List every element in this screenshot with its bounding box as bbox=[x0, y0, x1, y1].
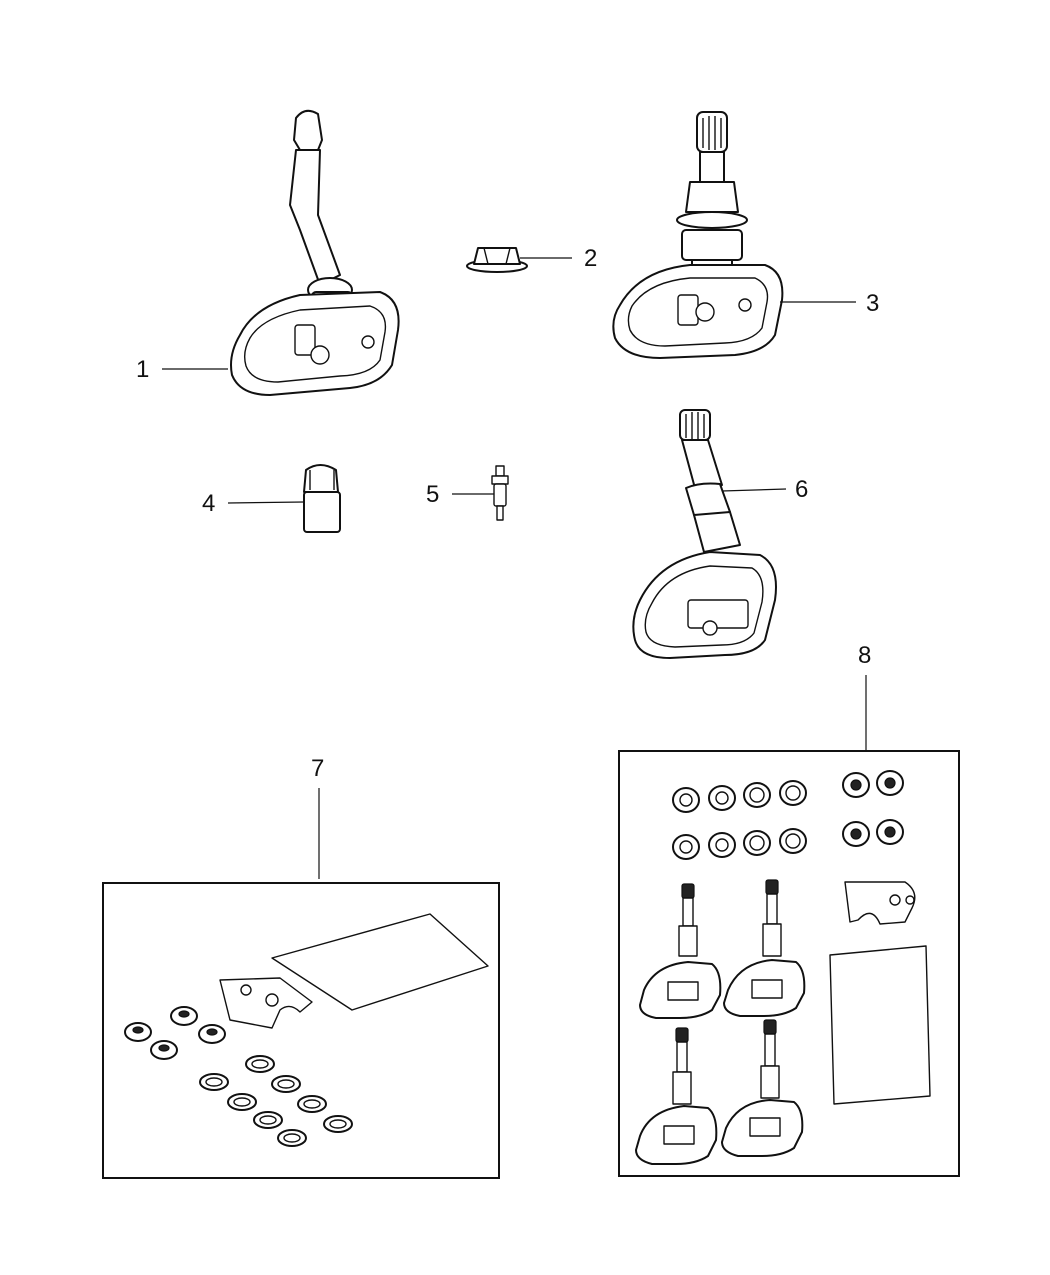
service-kit-seals-icon[interactable] bbox=[102, 882, 500, 1179]
valve-core-icon[interactable] bbox=[491, 465, 509, 521]
callout-5: 5 bbox=[426, 481, 439, 508]
tpms-sensor-snap-in-icon[interactable] bbox=[632, 409, 777, 659]
kit-7-box bbox=[102, 882, 500, 1179]
tpms-sensor-straight-stem-icon[interactable] bbox=[612, 111, 784, 359]
leader-4 bbox=[227, 501, 305, 504]
tpms-sensor-bent-stem-icon[interactable] bbox=[230, 109, 400, 396]
callout-numbers: 1 2 3 4 5 6 7 8 bbox=[136, 245, 879, 782]
valve-cap-icon[interactable] bbox=[303, 464, 341, 533]
kit-8-seals bbox=[672, 770, 904, 860]
kit-8-sensor bbox=[721, 1019, 804, 1157]
callout-8: 8 bbox=[858, 642, 871, 669]
callout-7: 7 bbox=[311, 755, 324, 782]
callout-6: 6 bbox=[795, 476, 808, 503]
kit-8-tool-plate bbox=[844, 881, 916, 925]
leader-lines bbox=[162, 257, 867, 879]
kit-8-instruction-card bbox=[829, 945, 931, 1105]
callout-2: 2 bbox=[584, 245, 597, 272]
valve-nut-icon[interactable] bbox=[466, 247, 528, 273]
kit-8-sensor bbox=[639, 883, 722, 1019]
callout-4: 4 bbox=[202, 490, 215, 517]
sensor-kit-four-pack-icon[interactable] bbox=[618, 750, 960, 1177]
kit-8-sensor bbox=[723, 879, 806, 1017]
leader-6 bbox=[721, 488, 787, 492]
kit-8-box bbox=[618, 750, 960, 1177]
callout-1: 1 bbox=[136, 356, 149, 383]
callout-3: 3 bbox=[866, 290, 879, 317]
kit-8-sensor bbox=[635, 1027, 718, 1165]
